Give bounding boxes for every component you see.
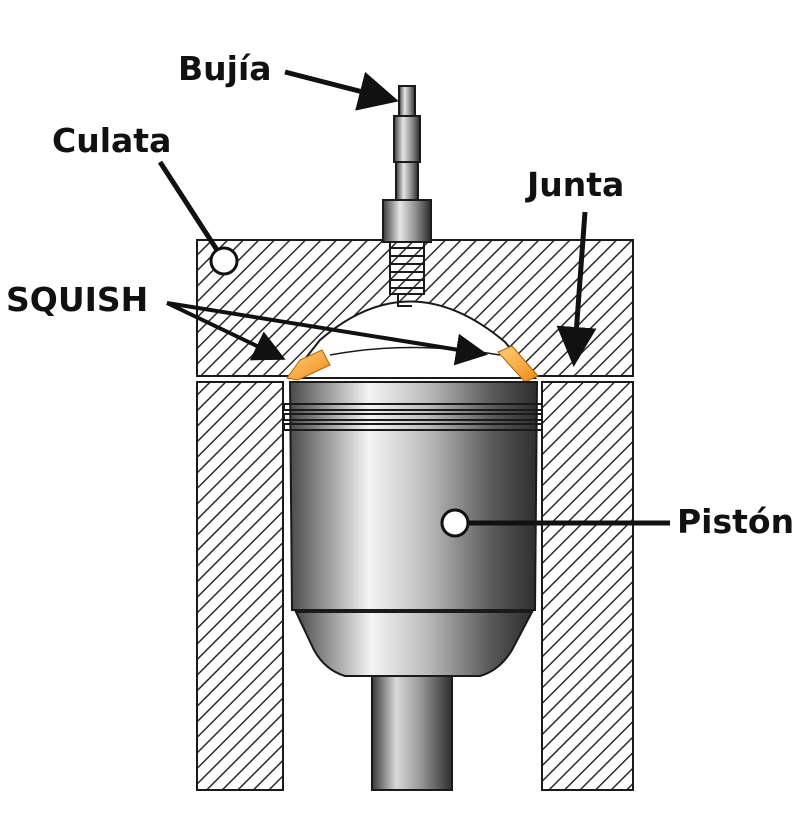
piston-marker-dot	[440, 508, 470, 538]
leader-squish-left	[166, 301, 286, 361]
cylinder-wall-left	[196, 381, 284, 791]
squish-zone-left	[286, 349, 331, 381]
leader-bujia	[284, 69, 399, 111]
label-junta: Junta	[525, 165, 624, 204]
squish-zone-right	[497, 345, 539, 383]
cylinder-wall-right	[541, 381, 634, 791]
leader-squish-right	[166, 301, 488, 366]
label-culata: Culata	[52, 121, 171, 160]
culata-marker-dot	[209, 246, 239, 276]
piston-body	[288, 381, 539, 611]
spark-plug	[382, 85, 432, 307]
label-bujia: Bujía	[178, 49, 272, 88]
leader-junta	[556, 211, 597, 367]
leader-culata	[157, 160, 220, 252]
piston-rings	[283, 403, 543, 431]
connecting-rod	[371, 671, 453, 791]
piston-skirt	[294, 611, 534, 677]
label-piston: Pistón	[677, 502, 794, 541]
label-squish: SQUISH	[6, 280, 148, 319]
